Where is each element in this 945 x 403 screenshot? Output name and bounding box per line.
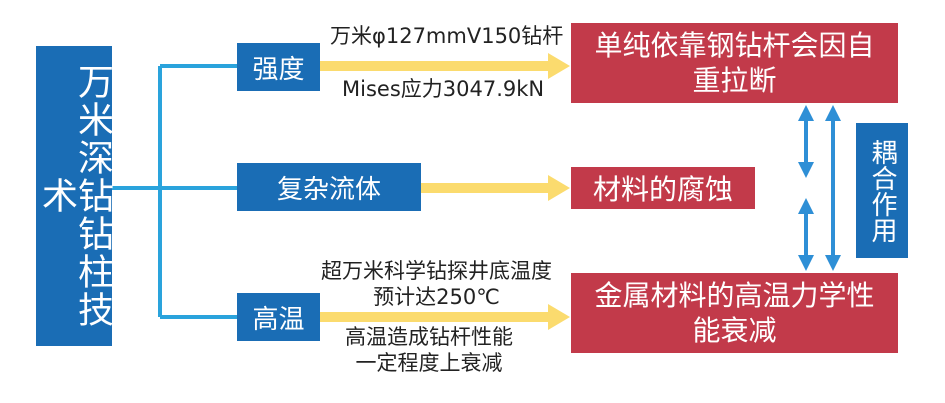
result-corrosion: 材料的腐蚀: [571, 167, 755, 209]
arrow-strength: [320, 53, 570, 79]
category-temperature-label: 高温: [252, 304, 305, 335]
tree-lines: [112, 64, 237, 319]
arrow-temp: [320, 304, 570, 330]
result-strength-label: 单纯依靠钢钻杆会因自重拉断: [594, 29, 875, 97]
result-temperature-label: 金属材料的高温力学性能衰减: [594, 279, 875, 347]
note-temp-bottom-line1: 高温造成钻杆性能: [345, 325, 513, 349]
coupling-label: 耦合作用: [867, 138, 897, 243]
coupling-box: 耦合作用: [856, 123, 908, 258]
yellow-arrows: [320, 53, 570, 330]
result-strength: 单纯依靠钢钻杆会因自重拉断: [571, 23, 898, 103]
result-corrosion-label: 材料的腐蚀: [592, 173, 733, 206]
category-temperature: 高温: [237, 293, 320, 341]
note-strength-bottom: Mises应力3047.9kN: [342, 77, 545, 101]
note-strength-top: 万米φ127mmV150钻杆: [330, 24, 564, 48]
note-temp-top-line2: 预计达250℃: [373, 285, 500, 310]
category-fluid: 复杂流体: [237, 163, 421, 211]
note-temp-top-line1: 超万米科学钻探井底温度: [321, 259, 552, 283]
note-temp-bottom-line2: 一定程度上衰减: [355, 351, 503, 376]
category-strength: 强度: [237, 43, 320, 91]
coupling-arrows: [798, 105, 841, 271]
arrow-fluid: [421, 175, 570, 201]
note-temp-bottom: 高温造成钻杆性能 一定程度上衰减: [345, 324, 513, 377]
title-text: 万米深钻钻柱技术: [36, 63, 113, 329]
title-box: 万米深钻钻柱技术: [36, 46, 113, 346]
category-strength-label: 强度: [252, 54, 305, 85]
category-fluid-label: 复杂流体: [276, 174, 381, 205]
result-temperature: 金属材料的高温力学性能衰减: [571, 273, 898, 353]
note-temp-top: 超万米科学钻探井底温度 预计达250℃: [321, 258, 552, 311]
